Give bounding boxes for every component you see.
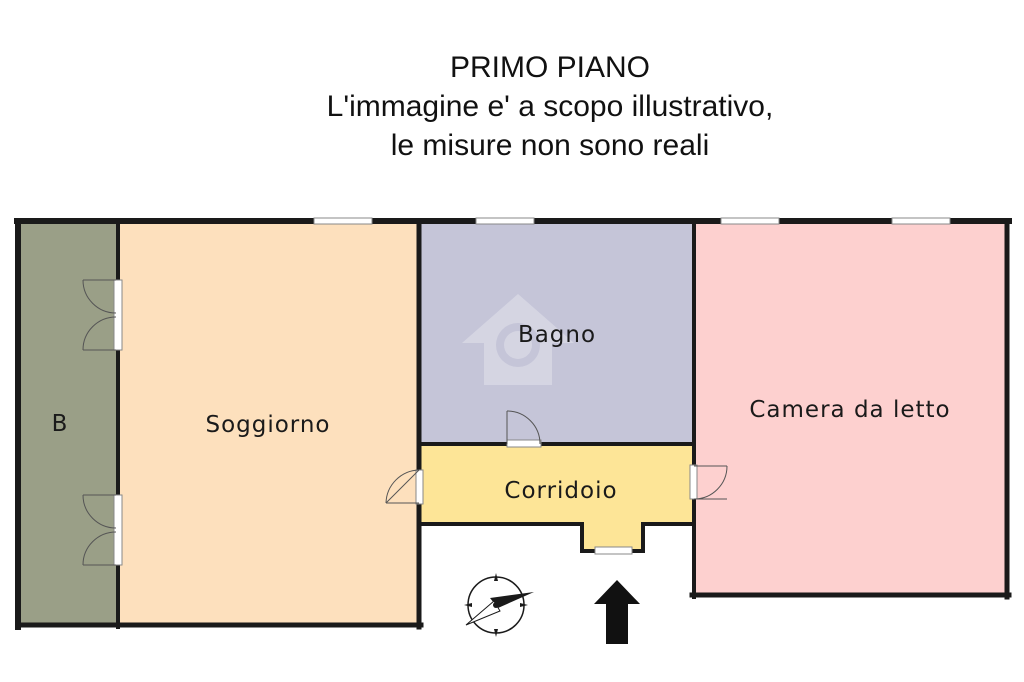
living-label: Soggiorno (205, 412, 330, 438)
compass-icon (464, 573, 534, 637)
window (891, 217, 951, 225)
plan-disclaimer-line-2: le misure non sono reali (390, 129, 710, 162)
plan-title-block: PRIMO PIANO L'immagine e' a scopo illust… (0, 48, 1024, 165)
corridor-label: Corridoio (504, 478, 617, 504)
bathroom-door (506, 410, 542, 448)
entrance-arrow-icon (594, 580, 640, 644)
bedroom-door (689, 464, 728, 500)
balcony-label: B (52, 411, 69, 437)
plan-disclaimer-line-1: L'immagine e' a scopo illustrativo, (326, 90, 774, 123)
living-door (385, 469, 424, 505)
room-bedroom (694, 222, 1007, 595)
windows (313, 217, 951, 225)
room-living (118, 222, 419, 625)
room-bathroom (419, 222, 694, 444)
room-balcony (20, 222, 118, 625)
plan-title: PRIMO PIANO (449, 51, 651, 84)
window (475, 217, 535, 225)
bathroom-label: Bagno (518, 322, 596, 348)
balcony-doors (82, 279, 123, 566)
watermark-logo (462, 294, 574, 385)
window (720, 217, 780, 225)
bedroom-label: Camera da letto (749, 397, 950, 423)
entrance-door (594, 546, 633, 555)
window (313, 217, 373, 225)
